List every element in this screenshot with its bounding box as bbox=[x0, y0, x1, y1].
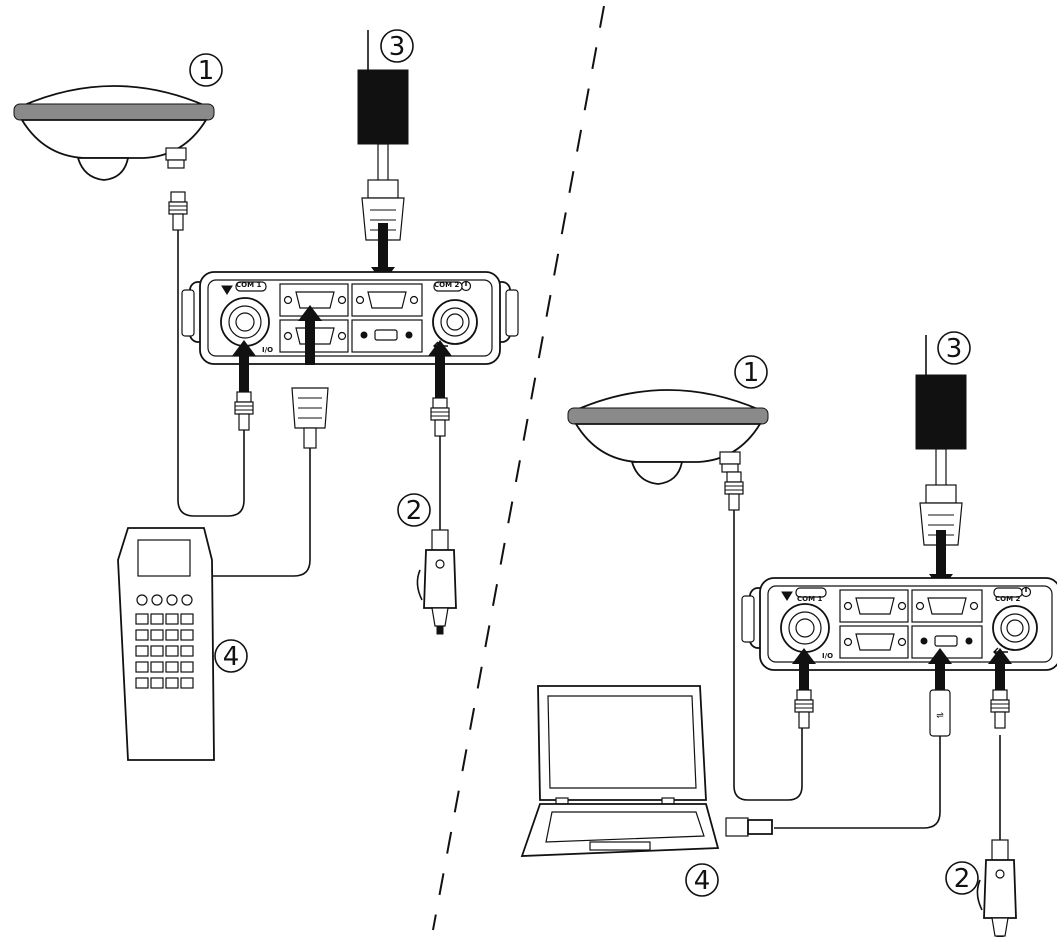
svg-text:2: 2 bbox=[406, 496, 423, 526]
io-cable-connector bbox=[794, 689, 814, 729]
db9-plug-icon bbox=[291, 387, 329, 449]
usb-cable-connector: ⇌ bbox=[929, 689, 951, 737]
com2-label: COM 2 bbox=[995, 595, 1020, 603]
left-setup: COM 1 COM 2 I/O bbox=[13, 29, 519, 761]
right-setup: COM 1 COM 2 I/O ⇌ bbox=[520, 331, 1057, 937]
io-label: I/O bbox=[822, 652, 833, 660]
callout-2-car-adapter: 2 bbox=[945, 861, 979, 895]
gnss-antenna-icon bbox=[567, 389, 769, 485]
callout-3-power-supply: 3 bbox=[380, 29, 414, 63]
svg-text:4: 4 bbox=[223, 642, 240, 672]
svg-text:4: 4 bbox=[694, 866, 711, 896]
callout-2-car-adapter: 2 bbox=[397, 493, 431, 527]
gnss-receiver-icon bbox=[741, 577, 1057, 671]
power-supply-icon bbox=[915, 334, 967, 546]
callout-4-laptop: 4 bbox=[685, 863, 719, 897]
svg-text:3: 3 bbox=[946, 334, 963, 364]
svg-text:2: 2 bbox=[954, 864, 971, 894]
car-power-adapter-icon bbox=[416, 529, 457, 635]
usb-plug-icon bbox=[725, 817, 773, 837]
io-cable-connector bbox=[234, 391, 254, 431]
handheld-controller-icon bbox=[117, 527, 215, 761]
antenna-cable-connector bbox=[168, 191, 188, 231]
power-cable-connector bbox=[990, 689, 1010, 729]
io-label: I/O bbox=[262, 346, 273, 354]
usb-symbol-icon: ⇌ bbox=[936, 711, 944, 721]
divider-line bbox=[432, 5, 605, 931]
gnss-antenna-icon bbox=[13, 85, 215, 181]
laptop-icon bbox=[520, 685, 720, 857]
gnss-receiver-icon bbox=[181, 271, 519, 365]
svg-text:1: 1 bbox=[198, 56, 215, 86]
callout-1-antenna: 1 bbox=[189, 53, 223, 87]
com2-label: COM 2 bbox=[434, 281, 459, 289]
callout-4-handheld: 4 bbox=[214, 639, 248, 673]
power-cable-connector bbox=[430, 397, 450, 437]
com1-label: COM 1 bbox=[236, 281, 261, 289]
callout-3-power-supply: 3 bbox=[937, 331, 971, 365]
car-power-adapter-icon bbox=[976, 839, 1017, 937]
svg-text:1: 1 bbox=[743, 358, 760, 388]
callout-1-antenna: 1 bbox=[734, 355, 768, 389]
com1-label: COM 1 bbox=[797, 595, 822, 603]
svg-text:3: 3 bbox=[389, 32, 406, 62]
antenna-cable-connector bbox=[724, 471, 744, 511]
